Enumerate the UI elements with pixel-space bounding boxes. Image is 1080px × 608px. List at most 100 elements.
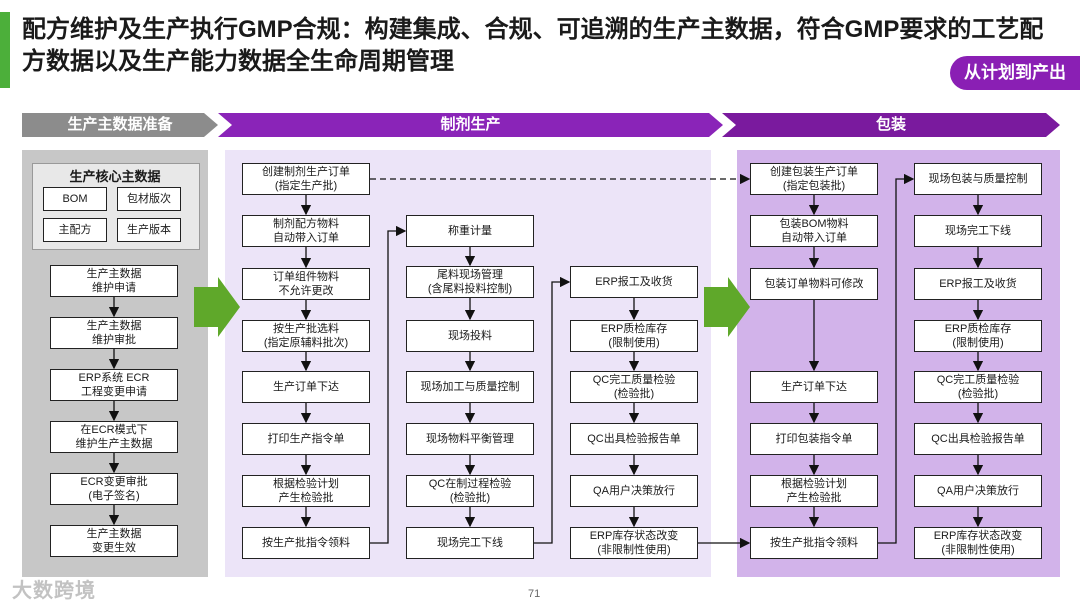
process-step-text: QC完工质量检验 xyxy=(592,374,676,386)
process-step-formulation-c-1: ERP报工及收货 xyxy=(570,266,698,298)
process-step-text: 按生产批指令领料 xyxy=(262,537,350,549)
process-step-text: 根据检验计划 xyxy=(781,478,847,490)
process-step-packaging-b-3: ERP报工及收货 xyxy=(914,268,1042,300)
process-step-text: 现场加工与质量控制 xyxy=(420,381,520,393)
process-step-packaging-a-6: 根据检验计划产生检验批 xyxy=(750,475,878,507)
process-step-text: (检验批) xyxy=(613,388,655,400)
process-step-text: 生产订单下达 xyxy=(273,381,339,393)
process-step-text: QA用户决策放行 xyxy=(593,485,675,497)
process-step-text: QC在制过程检验 xyxy=(428,478,512,490)
page-title: 配方维护及生产执行GMP合规：构建集成、合规、可追溯的生产主数据，符合GMP要求… xyxy=(22,16,1044,75)
process-step-packaging-a-2: 包装BOM物料自动带入订单 xyxy=(750,215,878,247)
process-step-formulation-c-5: QA用户决策放行 xyxy=(570,475,698,507)
process-step-text: (指定包装批) xyxy=(782,180,846,192)
process-step-text: 产生检验批 xyxy=(278,492,334,504)
process-step-text: (指定生产批) xyxy=(274,180,338,192)
process-step-text: 尾料现场管理 xyxy=(437,269,503,281)
process-step-text: (非限制性使用) xyxy=(597,544,671,556)
process-step-master-6: 生产主数据变更生效 xyxy=(50,525,178,557)
process-step-text: ECR变更审批 xyxy=(80,476,148,488)
watermark-logo: 大数跨境 xyxy=(12,580,96,602)
process-step-text: 变更生效 xyxy=(92,542,136,554)
process-step-text: QA用户决策放行 xyxy=(937,485,1019,497)
process-step-text: (检验批) xyxy=(957,388,999,400)
core-master-data-title: 生产核心主数据 xyxy=(69,169,161,184)
process-step-formulation-b-2: 尾料现场管理 (含尾料投料控制) xyxy=(406,266,534,298)
process-step-text: 生产主数据 xyxy=(86,320,142,332)
process-step-text: (限制使用) xyxy=(608,337,660,349)
process-step-packaging-a-1: 创建包装生产订单 (指定包装批) xyxy=(750,163,878,195)
process-step-packaging-a-3: 包装订单物料可修改 xyxy=(750,268,878,300)
process-step-text: 生产主数据 xyxy=(86,528,142,540)
process-step-formulation-c-3: QC完工质量检验 (检验批) xyxy=(570,371,698,403)
process-step-text: 根据检验计划 xyxy=(273,478,339,490)
process-step-formulation-b-3: 现场投料 xyxy=(406,320,534,352)
process-step-formulation-b-7: 现场完工下线 xyxy=(406,527,534,559)
process-step-text: 维护申请 xyxy=(92,282,136,294)
process-step-text: ERP报工及收货 xyxy=(595,276,673,288)
process-step-master-2: 生产主数据维护审批 xyxy=(50,317,178,349)
process-step-text: 包装订单物料可修改 xyxy=(764,278,864,290)
process-step-text: 打印生产指令单 xyxy=(267,433,345,445)
process-step-packaging-b-7: QA用户决策放行 xyxy=(914,475,1042,507)
process-step-text: 现场投料 xyxy=(448,330,492,342)
process-step-packaging-b-1: 现场包装与质量控制 xyxy=(914,163,1042,195)
process-step-text: ERP质检库存 xyxy=(600,323,668,335)
process-step-formulation-a-3: 订单组件物料不允许更改 xyxy=(242,268,370,300)
process-step-formulation-a-2: 制剂配方物料自动带入订单 xyxy=(242,215,370,247)
process-step-text: 自动带入订单 xyxy=(273,232,339,244)
process-step-text: ERP质检库存 xyxy=(944,323,1012,335)
process-step-packaging-a-4: 生产订单下达 xyxy=(750,371,878,403)
phase-master-data-prep: 生产主数据准备 xyxy=(22,113,218,137)
process-step-text: (非限制性使用) xyxy=(941,544,1015,556)
process-step-formulation-a-8: 按生产批指令领料 xyxy=(242,527,370,559)
process-step-formulation-b-5: 现场物料平衡管理 xyxy=(406,423,534,455)
process-step-formulation-c-6: ERP库存状态改变 (非限制性使用) xyxy=(570,527,698,559)
process-step-text: 生产订单下达 xyxy=(781,381,847,393)
process-step-text: 不允许更改 xyxy=(278,285,334,297)
process-step-packaging-b-5: QC完工质量检验 (检验批) xyxy=(914,371,1042,403)
process-step-formulation-b-6: QC在制过程检验 (检验批) xyxy=(406,475,534,507)
process-step-packaging-a-7: 按生产批指令领料 xyxy=(750,527,878,559)
process-step-text: (电子签名) xyxy=(88,490,140,502)
process-step-text: QC完工质量检验 xyxy=(936,374,1020,386)
process-step-text: 现场完工下线 xyxy=(945,225,1011,237)
process-step-text: 现场完工下线 xyxy=(437,537,503,549)
from-plan-to-output-badge: 从计划到产出 xyxy=(950,56,1080,90)
process-step-text: 维护审批 xyxy=(92,334,136,346)
process-step-text: ERP报工及收货 xyxy=(939,278,1017,290)
core-item-production-version: 生产版本 xyxy=(117,218,181,242)
process-step-text: 称重计量 xyxy=(448,225,492,237)
process-step-text: 工程变更申请 xyxy=(81,386,147,398)
process-step-text: 产生检验批 xyxy=(786,492,842,504)
phase-packaging: 包装 xyxy=(722,113,1060,137)
process-step-text: 维护生产主数据 xyxy=(75,438,153,450)
process-step-text: QC出具检验报告单 xyxy=(931,433,1025,445)
process-step-text: ERP库存状态改变 xyxy=(933,530,1023,542)
process-step-text: (检验批) xyxy=(449,492,491,504)
process-step-text: ERP库存状态改变 xyxy=(589,530,679,542)
process-step-text: (限制使用) xyxy=(952,337,1004,349)
process-step-packaging-b-4: ERP质检库存 (限制使用) xyxy=(914,320,1042,352)
process-step-text: 制剂配方物料 xyxy=(273,218,339,230)
process-step-text: (含尾料投料控制) xyxy=(427,283,513,295)
title-accent-bar xyxy=(0,12,10,88)
process-step-text: 订单组件物料 xyxy=(273,271,339,283)
process-step-text: (指定原辅料批次) xyxy=(263,337,349,349)
process-step-formulation-a-4: 按生产批选料(指定原辅料批次) xyxy=(242,320,370,352)
connector-line xyxy=(878,173,915,544)
flow-arrow-green-2 xyxy=(704,277,750,337)
connector-line xyxy=(534,276,571,544)
process-step-formulation-a-7: 根据检验计划产生检验批 xyxy=(242,475,370,507)
process-step-formulation-a-5: 生产订单下达 xyxy=(242,371,370,403)
process-step-master-5: ECR变更审批 (电子签名) xyxy=(50,473,178,505)
process-step-packaging-b-6: QC出具检验报告单 xyxy=(914,423,1042,455)
process-step-text: ERP系统 ECR xyxy=(78,372,150,384)
process-step-text: QC出具检验报告单 xyxy=(587,433,681,445)
process-step-text: 生产主数据 xyxy=(86,268,142,280)
process-step-master-1: 生产主数据维护申请 xyxy=(50,265,178,297)
phase-formulation-production: 制剂生产 xyxy=(218,113,723,137)
process-step-text: 创建包装生产订单 xyxy=(770,166,858,178)
process-step-packaging-a-5: 打印包装指令单 xyxy=(750,423,878,455)
